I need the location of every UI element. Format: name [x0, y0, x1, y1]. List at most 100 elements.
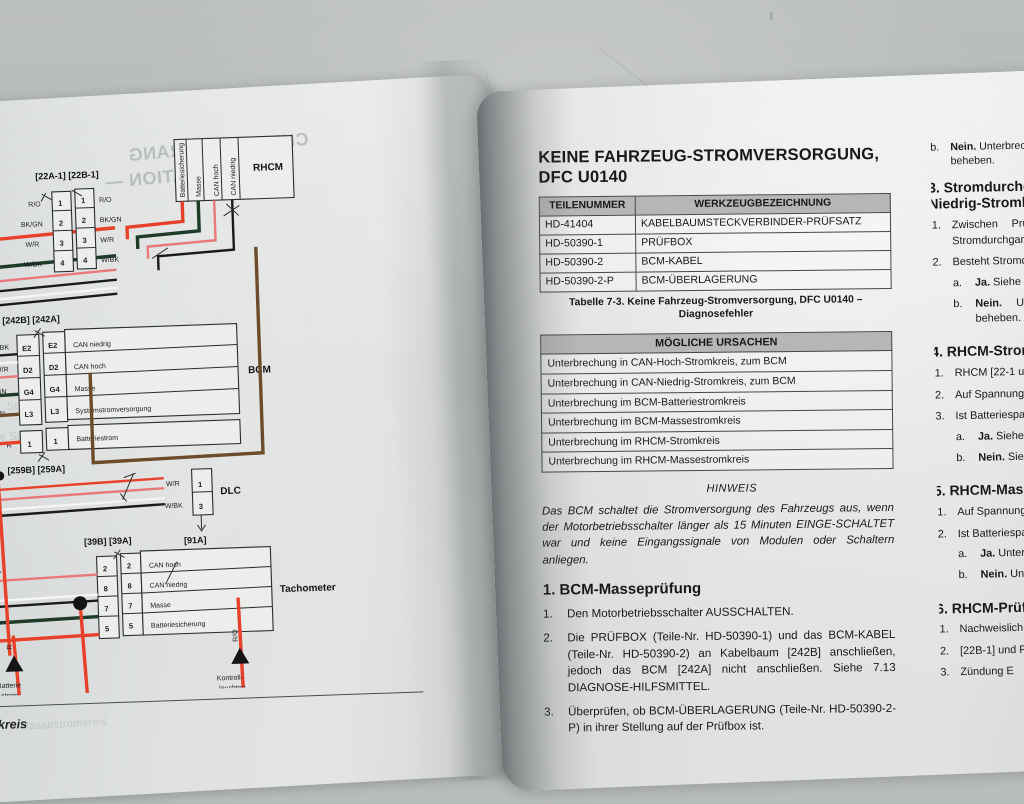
- list-item: b. Nein. Siehe Prüfun: [956, 447, 1024, 466]
- cause-table: MÖGLICHE URSACHEN Unterbrechung in CAN-H…: [540, 331, 894, 473]
- svg-text:1: 1: [81, 196, 85, 205]
- svg-text:Kontroll-: Kontroll-: [217, 675, 244, 683]
- figure-caption: bbildung 7-35. CAN-Bus-Stromkreis: [0, 717, 28, 738]
- step-text: Ist Batteriespannun a. Ja. Unterbrech be…: [958, 523, 1024, 590]
- svg-text:2: 2: [59, 219, 63, 228]
- svg-text:D2: D2: [49, 363, 59, 372]
- list-item: b. Nein. Unterbrechung im (W/BK) beheben…: [953, 293, 1024, 328]
- cell-cause: Unterbrechung im RHCM-Massestromkreis: [541, 448, 894, 473]
- list-item: a. Ja. Siehe Prüfung 4.: [953, 272, 1024, 291]
- diagram-svg: .rd{stroke:#e8412a;} .gn{stroke:#1e3a28;…: [0, 134, 336, 700]
- svg-text:7: 7: [128, 601, 132, 610]
- svg-text:CAN niedrig: CAN niedrig: [73, 341, 111, 349]
- svg-text:D2: D2: [23, 366, 33, 375]
- list-item: 1. Zwischen Prüfbox, Kontakt E2 und Stro…: [932, 214, 1024, 249]
- svg-text:CAN niedrig: CAN niedrig: [149, 581, 187, 589]
- svg-text:3: 3: [82, 236, 86, 245]
- sub-letter: a.: [955, 430, 966, 443]
- svg-text:[39B] [39A]: [39B] [39A]: [84, 535, 132, 547]
- svg-text:RHCM: RHCM: [253, 162, 283, 174]
- section-3-heading: 3. Stromdurchgangsprüfung d Niedrig-Stro…: [930, 175, 1024, 213]
- list-item: 2. Ist Batteriespannun a. Ja. Unterbrech…: [938, 523, 1024, 590]
- svg-text:Masse: Masse: [150, 602, 171, 610]
- cell-part-number: HD-50390-1: [539, 233, 636, 254]
- left-page-content: CHTUNG VORRANG OMMUNIKATION — Stromkreis…: [0, 74, 528, 804]
- sub-letter: b.: [953, 297, 963, 311]
- open-book: CHTUNG VORRANG OMMUNIKATION — Stromkreis…: [0, 0, 1024, 768]
- svg-text:R/O: R/O: [99, 197, 112, 204]
- step-text: Nachweislich in das Fahrze: [959, 621, 1024, 636]
- cell-part-number: HD-50390-2: [539, 252, 636, 273]
- table-caption: Tabelle 7-3. Keine Fahrzeug-Stromversorg…: [569, 293, 863, 321]
- svg-text:Masse: Masse: [195, 176, 203, 197]
- svg-text:4: 4: [60, 259, 65, 268]
- list-item: 2. Die PRÜFBOX (Teile-Nr. HD-50390-1) un…: [543, 627, 896, 696]
- svg-text:R: R: [6, 442, 11, 449]
- svg-text:W/BK: W/BK: [101, 257, 119, 265]
- sub-text: Ja. Unterbrech beheben.: [980, 543, 1024, 562]
- step-question: Besteht Stromdurchgang?: [952, 253, 1024, 269]
- step-number: 1.: [931, 219, 942, 232]
- note-body: Das BCM schaltet die Stromversorgung des…: [541, 501, 895, 567]
- left-page: CHTUNG VORRANG OMMUNIKATION — Stromkreis…: [0, 73, 529, 804]
- step-number: 2.: [934, 389, 945, 402]
- section-4-steps: 1. RHCM [22-1 und 2] abklemm 2. Auf Span…: [935, 362, 1024, 472]
- svg-text:Batteriestrom: Batteriestrom: [76, 435, 118, 443]
- svg-text:leuchten: leuchten: [219, 684, 246, 692]
- step-number: 2.: [939, 645, 950, 658]
- step-number: 1.: [934, 367, 944, 380]
- svg-text:CAN hoch: CAN hoch: [74, 363, 106, 371]
- sub-text: Nein. Unter beheben.: [980, 564, 1024, 583]
- right-page-content: KEINE FAHRZEUG-STROMVERSORGUNG, DFC U014…: [538, 126, 1024, 788]
- step-number: 2.: [543, 631, 554, 645]
- table-row: Unterbrechung im RHCM-Massestromkreis: [541, 448, 894, 473]
- svg-text:DLC: DLC: [220, 486, 241, 498]
- svg-text:7: 7: [104, 604, 108, 613]
- step-number: 2.: [937, 527, 947, 541]
- svg-text:BK/GN: BK/GN: [0, 389, 7, 397]
- svg-text:CAN niedrig: CAN niedrig: [230, 158, 238, 196]
- step-number: 3.: [940, 666, 950, 679]
- svg-text:W/R: W/R: [25, 241, 39, 248]
- svg-text:E2: E2: [22, 344, 31, 353]
- list-item: 2. Auf Spannung zwischen Ko prüfen.: [935, 384, 1024, 404]
- svg-text:1: 1: [198, 480, 202, 489]
- section-6-heading: 6. RHCM-Prüf: [936, 598, 1024, 617]
- list-item: b. Nein. Unter beheben.: [958, 564, 1024, 583]
- svg-text:W/BK: W/BK: [165, 503, 183, 511]
- svg-text:G4: G4: [24, 388, 35, 397]
- svg-text:5: 5: [105, 624, 109, 633]
- step-text: RHCM [22-1 und 2] abklemm: [954, 365, 1024, 380]
- wiring-diagram: .rd{stroke:#e8412a;} .gn{stroke:#1e3a28;…: [0, 122, 421, 700]
- svg-text:Tachometer: Tachometer: [280, 582, 336, 595]
- answer-label: Nein.: [975, 297, 1003, 310]
- answer-text: Siehe Prüfun: [1007, 450, 1024, 464]
- sub-letter: b.: [930, 141, 940, 154]
- answer-text: Siehe Prüfung 4.: [992, 275, 1024, 289]
- answer-text: Siehe Prüfung 6.: [995, 429, 1024, 443]
- sub-text: Nein. Unterbrechung im (W/BK) beheben.: [975, 293, 1024, 327]
- answer-label: Ja.: [974, 276, 991, 289]
- svg-text:1: 1: [53, 437, 57, 446]
- step-text: Die PRÜFBOX (Teile-Nr. HD-50390-1) und d…: [567, 628, 896, 694]
- svg-text:R/O: R/O: [28, 201, 41, 208]
- svg-text:strom: strom: [1, 692, 19, 700]
- svg-text:W/BK: W/BK: [24, 261, 42, 269]
- svg-text:4: 4: [83, 256, 88, 265]
- step-text: Zwischen Prüfbox, Kontakt E2 und Stromdu…: [951, 215, 1024, 247]
- svg-text:E2: E2: [48, 341, 57, 350]
- svg-text:R: R: [7, 644, 14, 649]
- list-item: a. Ja. Siehe Prüfung 6.: [956, 426, 1024, 445]
- svg-text:Batteriesicherung: Batteriesicherung: [151, 621, 206, 630]
- section-5-steps: 1. Auf Spannung zwisc prüfen. 2. Ist Bat…: [937, 501, 1024, 590]
- svg-text:Batterie: Batterie: [0, 682, 21, 690]
- svg-text:BK/GN: BK/GN: [100, 217, 122, 225]
- svg-text:2: 2: [127, 561, 131, 570]
- step-number: 1.: [542, 607, 553, 621]
- cell-tool-name: BCM-ÜBERLAGERUNG: [635, 269, 892, 291]
- section-3-steps: 1. Zwischen Prüfbox, Kontakt E2 und Stro…: [932, 214, 1024, 334]
- svg-text:2: 2: [82, 216, 86, 225]
- svg-text:[242B] [242A]: [242B] [242A]: [2, 314, 60, 326]
- svg-text:W/BK: W/BK: [0, 345, 10, 353]
- cell-part-number: HD-50390-2-P: [539, 271, 637, 292]
